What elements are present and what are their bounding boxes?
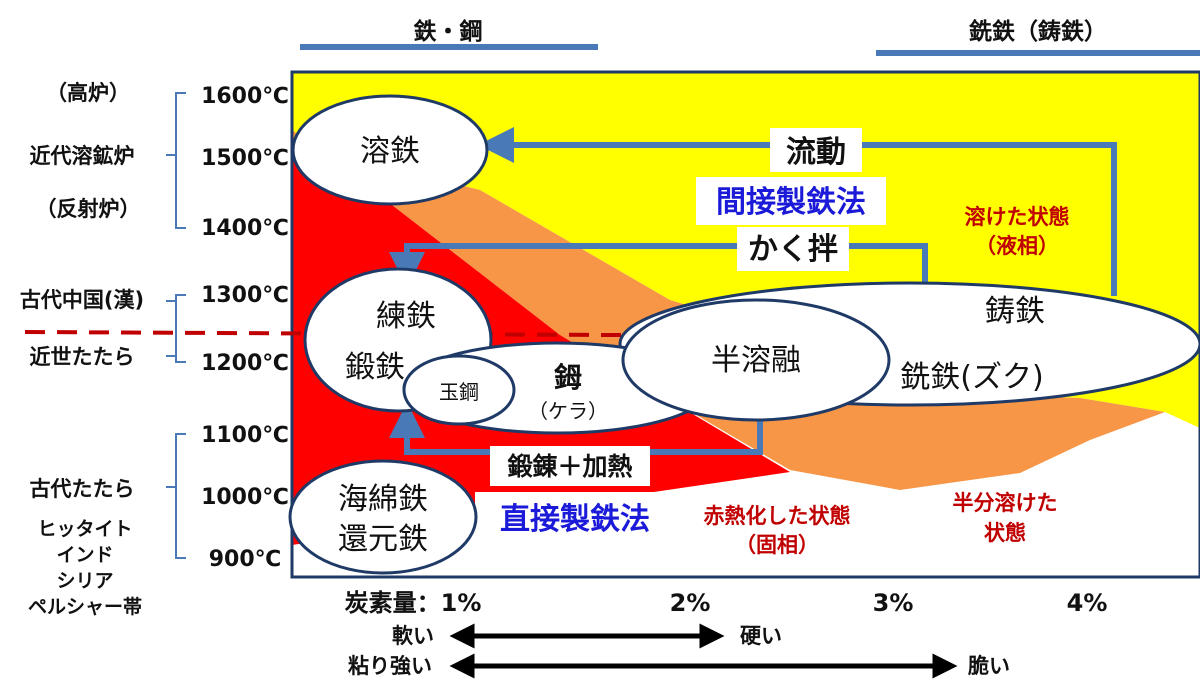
label-red-hot-state: 赤熱化した状態 <box>704 504 851 528</box>
temp-900: 900℃ <box>209 547 282 572</box>
label-direct-method: 直接製鉄法 <box>500 502 650 537</box>
label-persia: ペルシャー帯 <box>28 595 142 618</box>
flow-arrow <box>478 127 1117 296</box>
chart-frame <box>290 70 1200 579</box>
label-tamahagane: 玉鋼 <box>439 380 479 404</box>
header-pig-iron: 銑鉄（鋳鉄） <box>968 18 1107 45</box>
label-wrought-iron: 練鉄 <box>376 299 436 334</box>
direct-label-bg <box>475 492 675 542</box>
label-kera-reading: （ケラ） <box>528 399 608 423</box>
flow-label-bg <box>770 128 862 172</box>
label-syria: シリア <box>56 570 113 592</box>
label-soft: 軟い <box>392 624 434 648</box>
ellipse-sponge-iron <box>288 459 478 575</box>
label-liquid-phase: （液相） <box>975 234 1059 258</box>
temp-1600: 1600℃ <box>201 84 289 109</box>
label-modern-furnace: 近代溶鉱炉 <box>30 144 135 168</box>
label-forge-heat: 鍛錬＋加熱 <box>507 452 632 481</box>
label-modern-tatara: 近世たたら <box>30 345 135 369</box>
label-carbon-2: 2% <box>670 589 711 617</box>
label-forged-iron: 鍛鉄 <box>345 350 405 385</box>
label-tough: 粘り強い <box>348 654 432 678</box>
label-liquid-state: 溶けた状態 <box>965 205 1070 229</box>
header-steel: 鉄・鋼 <box>414 18 483 45</box>
ellipse-tamahagane <box>402 354 516 426</box>
pig-iron-range-bar <box>876 50 1200 56</box>
label-carbon-4: 4% <box>1067 589 1108 617</box>
label-stir: かく拌 <box>748 232 838 267</box>
label-carbon-3: 3% <box>873 589 914 617</box>
label-ancient-china: 古代中国(漢) <box>20 288 144 312</box>
stir-arrow <box>389 243 928 288</box>
label-molten-iron: 溶鉄 <box>360 134 420 169</box>
label-reduced-iron: 還元鉄 <box>338 522 428 557</box>
stir-label-bg <box>737 227 849 271</box>
label-sponge-iron: 海綿鉄 <box>338 482 428 517</box>
temp-1200: 1200℃ <box>201 351 289 376</box>
temp-1300: 1300℃ <box>201 283 289 308</box>
label-half-molten: 半分溶けた <box>953 491 1058 515</box>
ellipse-semi-molten <box>621 298 891 422</box>
label-reverberatory: （反射炉） <box>36 197 141 221</box>
temp-1500: 1500℃ <box>201 146 289 171</box>
steel-range-bar <box>300 44 598 50</box>
label-semi-molten: 半溶融 <box>711 343 801 378</box>
label-cast-iron: 鋳鉄 <box>985 294 1045 329</box>
temp-1400: 1400℃ <box>201 216 289 241</box>
bracket-ancient-tatara <box>175 433 186 559</box>
ellipse-molten-iron <box>291 94 489 206</box>
temp-1000: 1000℃ <box>201 485 289 510</box>
bracket-tatara-modern <box>175 294 186 363</box>
solid-red-region <box>292 137 790 545</box>
label-kera: 鉧 <box>554 361 582 394</box>
label-carbon-content: 炭素量：1% <box>345 589 482 617</box>
label-half-state: 状態 <box>984 521 1026 545</box>
label-brittle: 脆い <box>968 654 1010 678</box>
label-blast-furnace: （高炉） <box>46 81 130 105</box>
temp-1100: 1100℃ <box>201 423 289 448</box>
label-solid-phase: （固相） <box>735 533 819 557</box>
label-pig-iron-zuku: 銑鉄(ズク) <box>900 360 1043 395</box>
label-india: インド <box>56 544 113 566</box>
label-hittite: ヒッタイト <box>37 518 132 540</box>
label-hard: 硬い <box>740 624 782 648</box>
label-flow: 流動 <box>786 135 846 170</box>
forge-label-bg <box>490 446 650 486</box>
label-indirect-method: 間接製鉄法 <box>716 185 866 220</box>
bracket-modern-furnace <box>175 92 186 229</box>
label-ancient-tatara: 古代たたら <box>30 477 135 501</box>
indirect-label-bg <box>696 177 886 225</box>
